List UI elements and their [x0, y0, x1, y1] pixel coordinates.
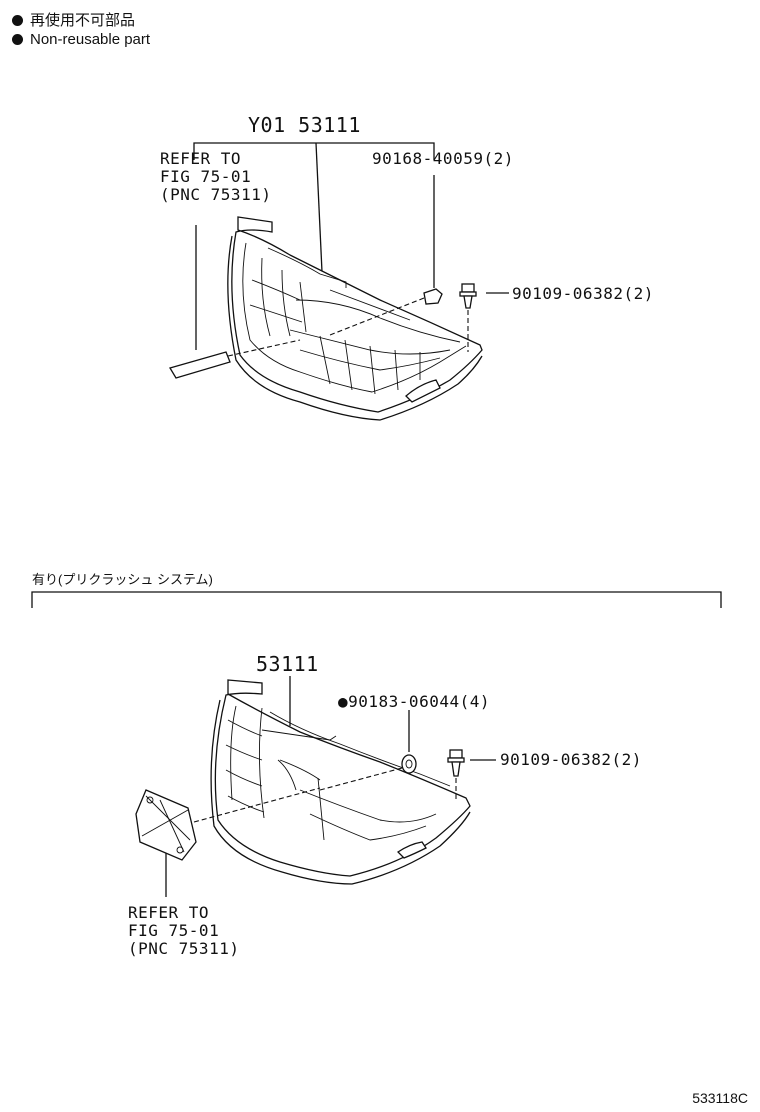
figure-number: 533118C — [692, 1090, 748, 1106]
legend-en: Non-reusable part — [12, 31, 150, 48]
top-clip-part-number: 90168-40059(2) — [372, 149, 514, 168]
legend-jp: 再使用不可部品 — [12, 9, 135, 30]
bottom-nut — [319, 754, 417, 791]
condition-label: 有り(プリクラッシュ システム) — [32, 572, 213, 587]
top-emblem-bracket — [169, 339, 301, 379]
bullet-icon — [12, 34, 23, 45]
bottom-radar-bracket — [135, 787, 321, 861]
refer-line-2: FIG 75-01 — [128, 921, 220, 940]
bottom-screw — [447, 749, 465, 802]
bottom-grille — [210, 679, 471, 885]
top-refer-note: REFER TO FIG 75-01 (PNC 75311) — [160, 150, 271, 204]
top-callout-lines — [193, 142, 509, 350]
top-screw — [459, 283, 477, 352]
condition-bracket — [31, 591, 722, 608]
bottom-screw-part-number: 90109-06382(2) — [500, 750, 642, 769]
bottom-refer-note: REFER TO FIG 75-01 (PNC 75311) — [128, 904, 239, 958]
bottom-part-number-main: 53111 — [256, 652, 319, 676]
refer-line-2: FIG 75-01 — [160, 167, 252, 186]
top-screw-part-number: 90109-06382(2) — [512, 284, 654, 303]
refer-line-1: REFER TO — [160, 149, 242, 168]
refer-line-3: (PNC 75311) — [160, 185, 272, 204]
top-grille — [227, 216, 483, 421]
refer-line-3: (PNC 75311) — [128, 939, 240, 958]
refer-line-1: REFER TO — [128, 903, 210, 922]
top-part-number-main: Y01 53111 — [248, 113, 361, 137]
top-clip — [329, 288, 443, 336]
bottom-nut-part-number: ●90183-06044(4) — [338, 692, 490, 711]
bullet-icon — [12, 15, 23, 26]
